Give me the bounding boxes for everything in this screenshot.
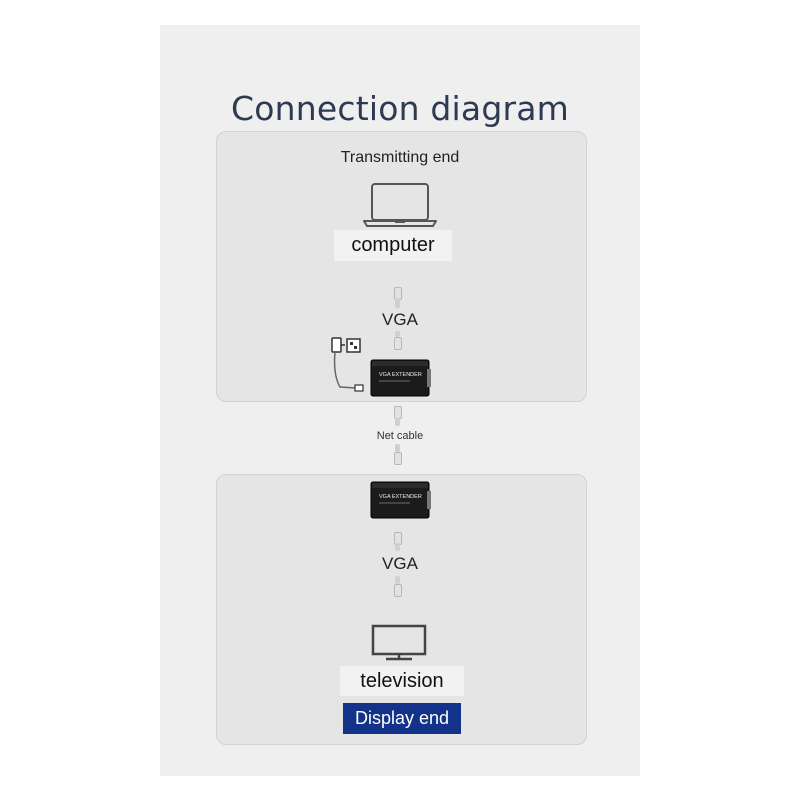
laptop-icon [363, 183, 437, 227]
transmitting-heading: Transmitting end [340, 149, 460, 166]
net-cable-label: Net cable [376, 430, 424, 442]
power-adapter-icon [331, 337, 364, 392]
transmitting-panel [216, 131, 587, 402]
extender-text: VGA EXTENDER [379, 494, 422, 500]
bottom-vga-label: VGA [382, 554, 418, 573]
television-icon [371, 624, 427, 661]
rj45-plug-icon [394, 452, 402, 465]
television-label: television [340, 666, 464, 696]
diagram-title: Connection diagram [230, 89, 570, 128]
vga-cable [395, 298, 400, 308]
vga-extender-icon: VGA EXTENDER [370, 359, 431, 397]
vga-cable [395, 576, 400, 584]
extender-text: VGA EXTENDER [379, 372, 422, 378]
top-vga-label: VGA [382, 310, 418, 329]
vga-cable [395, 331, 400, 337]
net-cable [395, 418, 400, 426]
vga-plug-icon [394, 584, 402, 597]
computer-label: computer [334, 230, 452, 261]
display-panel [216, 474, 587, 745]
vga-extender-icon: VGA EXTENDER [370, 481, 431, 519]
vga-cable [395, 543, 400, 551]
vga-plug-icon [394, 337, 402, 350]
diagram-canvas: Connection diagram Transmitting end comp… [160, 25, 640, 776]
display-end-label: Display end [343, 703, 461, 734]
net-cable [395, 444, 400, 452]
